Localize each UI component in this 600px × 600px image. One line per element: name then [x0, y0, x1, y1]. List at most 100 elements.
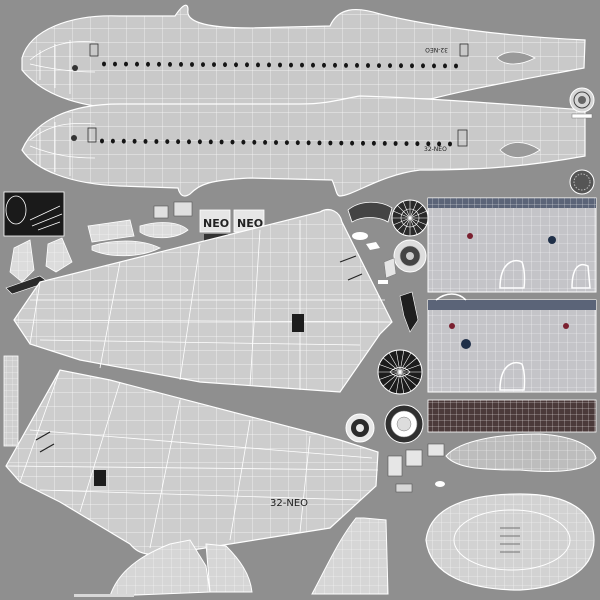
fuselage-panel-mid [427, 293, 597, 393]
fuselage-lower-door-rear [457, 129, 468, 147]
pylon-parts [378, 257, 419, 333]
window [284, 140, 289, 146]
window [371, 140, 376, 146]
fuselage-lower-door-front [87, 127, 97, 143]
window [154, 139, 159, 144]
window [256, 62, 260, 68]
spinner-icon [406, 252, 414, 260]
wing-lower: 32-NEO [5, 369, 379, 555]
window [241, 139, 246, 145]
window [393, 141, 398, 146]
window [121, 138, 126, 144]
fuselage-upper: 32-NEO [21, 4, 586, 119]
window [201, 62, 205, 67]
window [426, 141, 431, 147]
fuselage-upper-tailcone [496, 51, 536, 65]
window [165, 139, 170, 145]
window [300, 62, 304, 68]
wing-lower-spars [5, 369, 379, 549]
fuselage-lower-window-row [100, 138, 452, 147]
horizontal-stabilizer [109, 539, 253, 597]
window [448, 141, 452, 147]
window [289, 62, 293, 68]
wing-lower-nacelle-mark [94, 470, 106, 486]
window [415, 141, 420, 147]
exhaust-cone-fan [377, 349, 423, 395]
window [339, 140, 344, 146]
fuselage-lower-registration: 32-NEO [424, 146, 447, 153]
window [143, 139, 148, 144]
window [454, 63, 458, 69]
window [366, 63, 370, 68]
window [190, 62, 194, 67]
fuselage-upper-window-row [102, 61, 458, 69]
stabilizer-strip [3, 355, 19, 447]
window [245, 62, 249, 68]
window [230, 139, 235, 145]
landing-gear-doors [87, 201, 193, 257]
wing-upper [13, 209, 393, 393]
window [219, 139, 224, 145]
window [350, 140, 355, 146]
window [377, 63, 381, 68]
fuselage-lower-nose-lines [29, 118, 96, 176]
wing-upper-flap-mark [339, 255, 363, 281]
wheel-hubs [345, 404, 424, 444]
window [100, 138, 104, 144]
fuselage-lower-tailcone [499, 142, 541, 158]
window [223, 62, 227, 68]
window [168, 62, 172, 67]
flap-track-fairings [5, 237, 73, 295]
window [311, 62, 315, 68]
window [355, 63, 359, 68]
scale-strip [74, 594, 134, 597]
window [322, 62, 326, 68]
window [135, 61, 139, 67]
window [432, 63, 436, 69]
fuselage-lower: 32-NEO [21, 95, 586, 197]
wing-lower-registration: 32-NEO [270, 498, 308, 509]
neo-label-right: NEO [237, 217, 263, 230]
window [382, 141, 387, 146]
small-brackets [387, 443, 445, 493]
engine-inlet-top [569, 87, 595, 119]
engine-nacelle [425, 433, 597, 591]
neo-label-left: NEO [203, 217, 229, 230]
fuselage-upper-registration: 32-NEO [425, 46, 448, 53]
window [132, 138, 137, 144]
window [113, 61, 117, 67]
vertical-tail [311, 517, 389, 595]
window [317, 140, 322, 146]
wing-lower-flap-mark [35, 431, 55, 453]
window [274, 140, 278, 145]
window [176, 139, 181, 145]
window [179, 62, 183, 67]
window [437, 141, 442, 147]
window [208, 139, 213, 145]
fuselage-upper-cockpit-logo [72, 65, 78, 71]
fuselage-lower-cockpit-logo [71, 135, 77, 141]
window [102, 61, 106, 67]
window [388, 63, 392, 68]
window [157, 61, 161, 67]
window [410, 63, 414, 69]
wing-upper-spars [13, 220, 393, 390]
window [328, 140, 333, 146]
window [421, 63, 425, 69]
engine-exhaust-top [569, 169, 595, 195]
window [399, 63, 403, 69]
fan-face [391, 199, 429, 237]
window [252, 139, 257, 145]
window [295, 140, 300, 146]
window [146, 61, 150, 67]
window [333, 62, 337, 68]
engine-cowl-section [347, 201, 393, 250]
fuselage-panel-bottom [427, 399, 597, 433]
window [404, 141, 409, 147]
window [197, 139, 202, 145]
window [187, 139, 191, 145]
window [443, 63, 447, 69]
wing-upper-nacelle-mark [292, 314, 304, 332]
window [124, 61, 128, 67]
